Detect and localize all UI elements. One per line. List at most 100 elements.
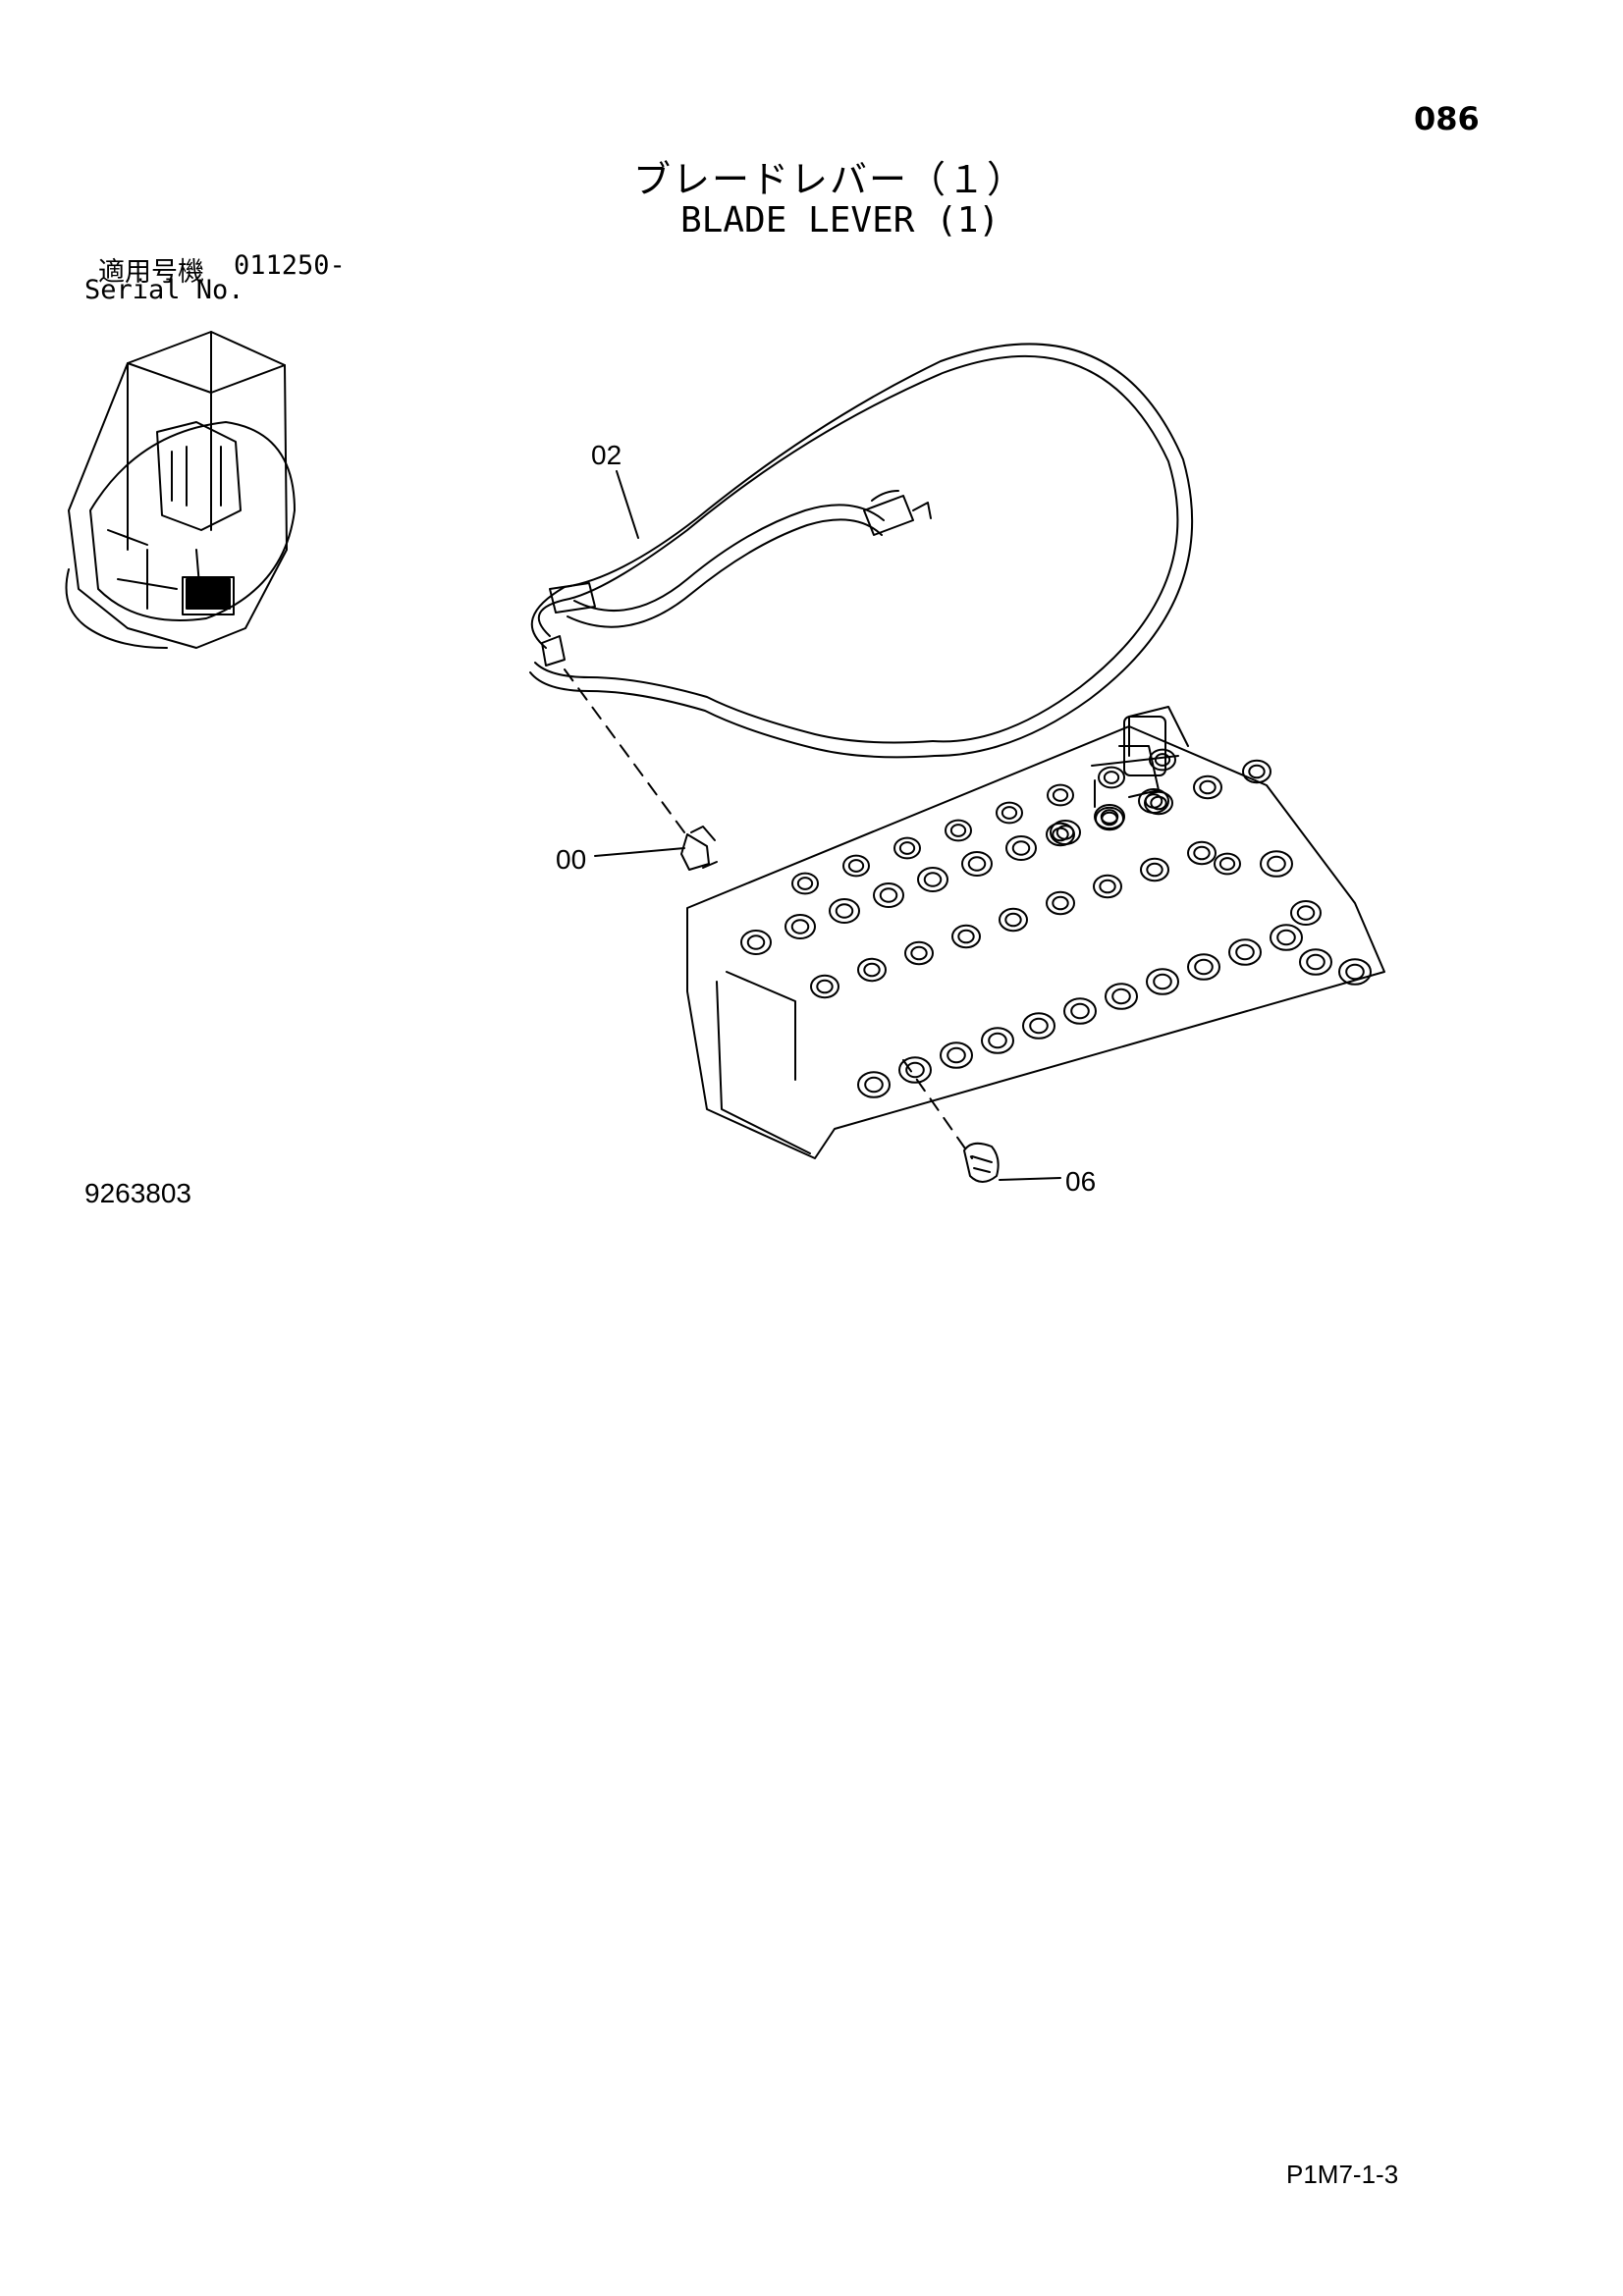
valve-port [1022,1012,1055,1040]
valve-port-inner [1052,788,1069,802]
valve-port [1338,958,1372,986]
valve-port-inner [1193,845,1211,861]
valve-port [1228,938,1262,966]
valve-port-inner [1276,929,1296,946]
valve-port-inner [1029,1017,1049,1035]
valve-port [1047,783,1074,807]
valve-port-inner [1011,840,1031,856]
valve-port [1260,850,1293,878]
valve-port-inner [1070,1002,1090,1020]
valve-port [1046,822,1075,847]
valve-port [784,914,816,939]
valve-port-inner [1099,879,1116,894]
valve-port [1214,852,1241,876]
valve-port-inner [847,859,865,873]
valve-port-inner [863,962,881,978]
valve-port [1193,774,1222,800]
valve-port [904,940,934,966]
valve-port [1005,835,1037,861]
valve-port [1299,948,1332,976]
valve-port-inner [1218,857,1236,871]
valve-port-inner [1199,779,1217,795]
valve-port [940,1041,973,1069]
valve-port [951,924,981,949]
valve-port [1144,790,1173,816]
callout-06: 06 [1065,1166,1097,1197]
valve-port [857,1071,891,1098]
valve-port [842,854,870,878]
valve-port [1105,983,1138,1010]
valve-port [1140,857,1169,882]
valve-port-inner [1146,862,1163,878]
valve-port-inner [1235,943,1255,961]
valve-port [829,898,860,924]
valve-port-inner [835,903,854,919]
valve-port-inner [905,1061,925,1079]
valve-port-inner [1150,795,1167,811]
valve-port [1063,997,1097,1025]
callout-06-leader [999,1177,1061,1181]
valve-port [945,819,972,842]
valve-port [810,974,839,999]
valve-port-inner [1248,764,1266,779]
valve-port-inner [988,1032,1007,1049]
assembly-guide-lines [564,668,973,1159]
valve-port [1095,806,1124,831]
valve-port-inner [923,872,943,887]
valve-port-inner [790,919,810,934]
valve-port-inner [1267,855,1286,873]
title-english: BLADE LEVER (1) [680,200,1001,240]
valve-port [1187,840,1217,866]
valve-port-inner [1052,895,1069,911]
valve-port [1149,748,1176,772]
valve-port-inner [1004,912,1022,928]
valve-port [791,872,819,895]
callout-00: 00 [556,844,587,875]
valve-port-inner [1194,958,1214,976]
valve-port [898,1056,932,1084]
valve-port-inner [910,945,928,961]
valve-port-inner [957,929,975,944]
valve-port-inner [967,856,987,872]
drawing-number: 9263803 [84,1178,192,1208]
valve-port [1094,804,1125,829]
valve-port [981,1027,1014,1054]
valve-port [1242,759,1271,784]
callout-02-leader [616,470,639,539]
valve-port-inner [1345,963,1365,981]
valve-port [999,907,1028,933]
plug [963,1142,1000,1183]
valve-port [961,851,993,877]
callout-02: 02 [591,440,622,470]
valve-port [740,930,772,955]
title-japanese: ブレードレバー（１） [633,158,1027,201]
valve-port [1098,766,1125,789]
valve-port-inner [746,934,766,950]
valve-port-inner [1052,827,1069,842]
valve-port-inner [1103,771,1120,784]
valve-port-inner [1306,953,1325,971]
page-number: 086 [1414,100,1480,137]
page-code: P1M7-1-3 [1286,2160,1399,2189]
valve-port-inner [947,1046,966,1064]
cab-thumbnail [65,331,296,649]
serial-range: 011250- [234,250,346,281]
valve-port-inner [1111,988,1131,1005]
valve-port [917,867,948,892]
pressure-sensor [680,826,718,871]
valve-port-inner [864,1076,884,1094]
valve-port-inner [1154,753,1171,767]
valve-port [996,801,1023,825]
valve-port-inner [898,841,916,855]
valve-port-inner [879,887,898,903]
hose-assembly [529,343,1194,759]
valve-port-inner [816,979,834,994]
valve-port-inner [949,824,967,837]
control-valve [686,706,1385,1159]
serial-label-japanese: 適用号機 [98,257,204,288]
valve-port [1270,924,1303,951]
valve-port-inner [796,877,814,890]
valve-port-inner [1153,973,1172,990]
valve-port [1046,890,1075,916]
